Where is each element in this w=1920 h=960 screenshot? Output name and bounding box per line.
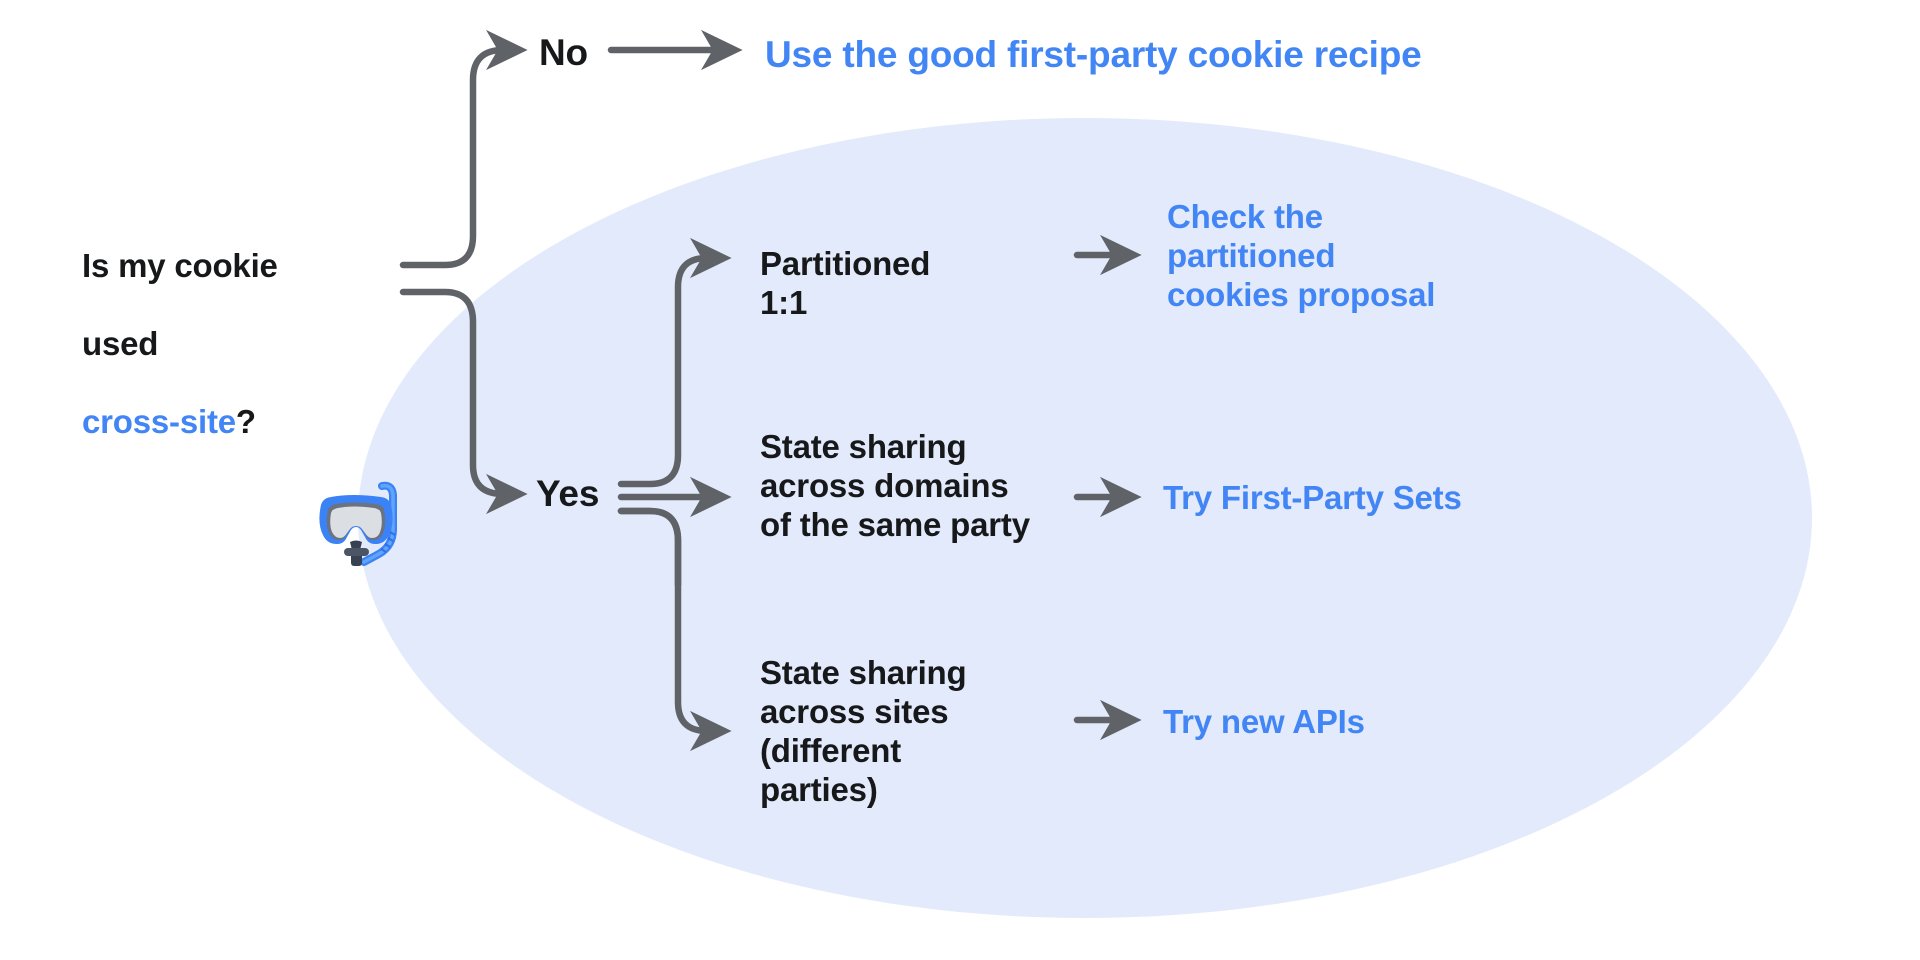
question-line2: used [82, 324, 159, 362]
question-highlight-cross-site[interactable]: cross-site [82, 402, 236, 440]
connector-yes-to-partitioned [617, 237, 732, 488]
question-line1: Is my cookie [82, 246, 278, 284]
outcome-first-party-cookie-recipe[interactable]: Use the good first-party cookie recipe [765, 34, 1422, 75]
question-suffix: ? [235, 402, 256, 440]
branch-label-no: No [539, 32, 588, 73]
outcome-partitioned-cookies-proposal[interactable]: Check the partitioned cookies proposal [1167, 198, 1436, 313]
question-text: Is my cookie used cross-site? [82, 208, 382, 442]
highlight-ellipse [358, 118, 1812, 918]
connector-question-to-no [399, 29, 528, 269]
connector-question-to-yes [399, 288, 528, 515]
diving-mask-icon [319, 481, 397, 566]
condition-partitioned-1-1: Partitioned 1:1 [760, 245, 931, 321]
connector-yes-to-sites-final [617, 507, 732, 752]
condition-state-sharing-across-domains: State sharing across domains of the same… [760, 428, 1030, 543]
condition-state-sharing-across-sites: State sharing across sites (different pa… [760, 654, 967, 808]
outcome-first-party-sets[interactable]: Try First-Party Sets [1163, 479, 1462, 516]
branch-label-yes: Yes [536, 473, 600, 514]
outcome-try-new-apis[interactable]: Try new APIs [1163, 703, 1365, 740]
